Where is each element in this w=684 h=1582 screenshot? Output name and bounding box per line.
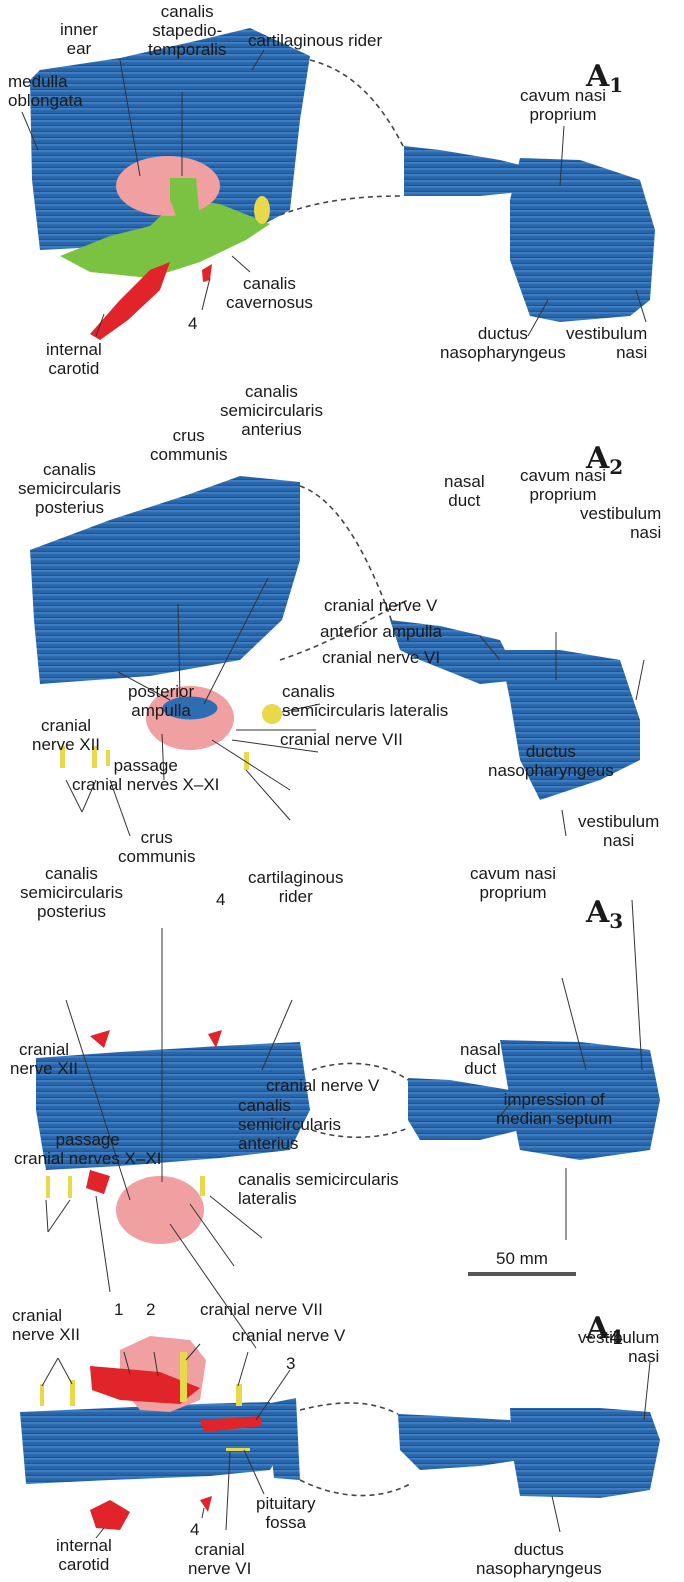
a4-nasal-chamber [510,1408,660,1498]
label-2: 2 [146,1300,155,1319]
label-passage-cranial-nerves: passage cranial nerves X–XI [14,1130,161,1168]
label-canalis-semicircularis-lateralis: canalis semicircularis lateralis [282,682,448,720]
label-nasal-duct: nasal duct [444,472,485,510]
label-internal-carotid: internal carotid [46,340,102,378]
label-cranial-nerve-v: cranial nerve V [324,596,437,615]
label-cranial-nerve-vii: cranial nerve VII [280,730,403,749]
label-canalis-semicircularis-lateralis: canalis semicircularis lateralis [238,1170,399,1208]
label-anterior-ampulla: anterior ampulla [320,622,442,641]
a4-internal-carotid [90,1500,130,1530]
label-vestibulum-nasi: vestibulum nasi [580,504,661,542]
label-vestibulum-nasi: vestibulum nasi [566,324,647,362]
label-passage-cranial-nerves: passage cranial nerves X–XI [72,756,219,794]
a1-dashed-upper [310,60,404,148]
scale-bar: 50 mm [468,1249,576,1276]
a4-dashed-upper [300,1403,398,1414]
panel-a1-shapes [22,28,655,340]
label-cavum-nasi-proprium: cavum nasi proprium [520,86,606,124]
label-3: 3 [286,1354,295,1373]
label-pituitary-fossa: pituitary fossa [256,1494,316,1532]
a4-braincase [20,1402,282,1484]
label-cranial-nerve-xii: cranial nerve XII [32,716,100,754]
label-cranial-nerve-vii: cranial nerve VII [200,1300,323,1319]
a3-inner-ear [116,1176,204,1244]
label-ductus-nasopharyngeus: ductus nasopharyngeus [440,324,566,362]
label-cranial-nerve-vi: cranial nerve VI [322,648,440,667]
scale-bar-label: 50 mm [468,1249,576,1269]
label-crus-communis: crus communis [150,426,227,464]
label-canalis-semicircularis-anterius: canalis semicircularis anterius [220,382,323,439]
a1-nasal-chamber [510,158,655,322]
label-impression-median-septum: impression of median septum [496,1090,612,1128]
label-canalis-cavernosus: canalis cavernosus [226,274,313,312]
label-canalis-stapediotemporalis: canalis stapedio- temporalis [148,2,226,59]
label-posterior-ampulla: posterior ampulla [128,682,194,720]
a4-dashed-lower [300,1480,410,1496]
a1-inner-ear [116,156,220,216]
label-cavum-nasi-proprium: cavum nasi proprium [470,864,556,902]
label-cranial-nerve-vi: cranial nerve VI [188,1540,251,1578]
a4-red-4 [200,1496,212,1512]
label-crus-communis: crus communis [118,828,195,866]
label-cranial-nerve-v: cranial nerve V [232,1326,345,1345]
a2-yellow-v [262,704,282,724]
label-canalis-semicircularis-anterius: canalis semicircularis anterius [238,1096,341,1153]
label-cavum-nasi-proprium: cavum nasi proprium [520,466,606,504]
label-vestibulum-nasi: vestibulum nasi [578,1328,659,1366]
label-inner-ear: inner ear [60,20,98,58]
a1-dashed-lower [280,196,404,215]
a3-red-bottom [86,1170,110,1194]
a3-red-4 [208,1030,222,1048]
label-cranial-nerve-xii: cranial nerve XII [12,1306,80,1344]
label-nasal-duct: nasal duct [460,1040,501,1078]
a1-yellow [254,196,270,224]
a4-nasal-pipe [398,1414,520,1470]
label-ductus-nasopharyngeus: ductus nasopharyngeus [488,742,614,780]
label-cartilaginous-rider: cartilaginous rider [248,31,382,50]
label-cranial-nerve-xii: cranial nerve XII [10,1040,78,1078]
panel-label-a3: A3 [586,898,623,936]
label-internal-carotid: internal carotid [56,1536,112,1574]
label-canalis-semicircularis-posterius: canalis semicircularis posterius [18,460,121,517]
label-1: 1 [114,1300,123,1319]
label-canalis-semicircularis-posterius: canalis semicircularis posterius [20,864,123,921]
label-4: 4 [190,1520,199,1539]
label-ductus-nasopharyngeus: ductus nasopharyngeus [476,1540,602,1578]
label-4: 4 [216,890,225,909]
a1-red-4 [202,264,212,282]
a3-red-top [90,1030,110,1048]
label-cartilaginous-rider: cartilaginous rider [248,868,343,906]
panel-a4-shapes [20,1336,660,1538]
label-cranial-nerve-v: cranial nerve V [266,1076,379,1095]
label-medulla-oblongata: medulla oblongata [8,72,83,110]
label-4: 4 [188,314,197,333]
label-vestibulum-nasi: vestibulum nasi [578,812,659,850]
scale-bar-line [468,1272,576,1276]
